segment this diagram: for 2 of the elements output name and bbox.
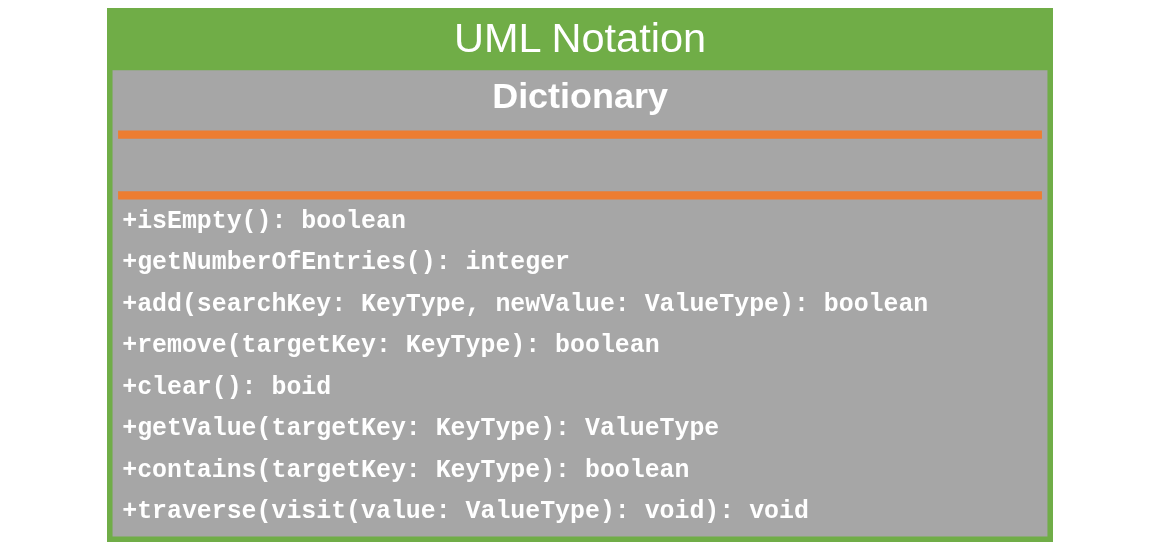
node-box: Dictionary +isEmpty(): boolean +getNumberOfEntries(): integer +add(searchKey: KeyType, newValue: ValueType): boolean +remove(targetKey: KeyType): boolean +clear(): boid +getValue(targetKey: KeyType): ValueType +contains(targetKey: KeyType): boolean +traverse(visit(value: ValueType): void): void xyxy=(112,70,1047,537)
diagram-title: UML Notation xyxy=(453,14,706,62)
